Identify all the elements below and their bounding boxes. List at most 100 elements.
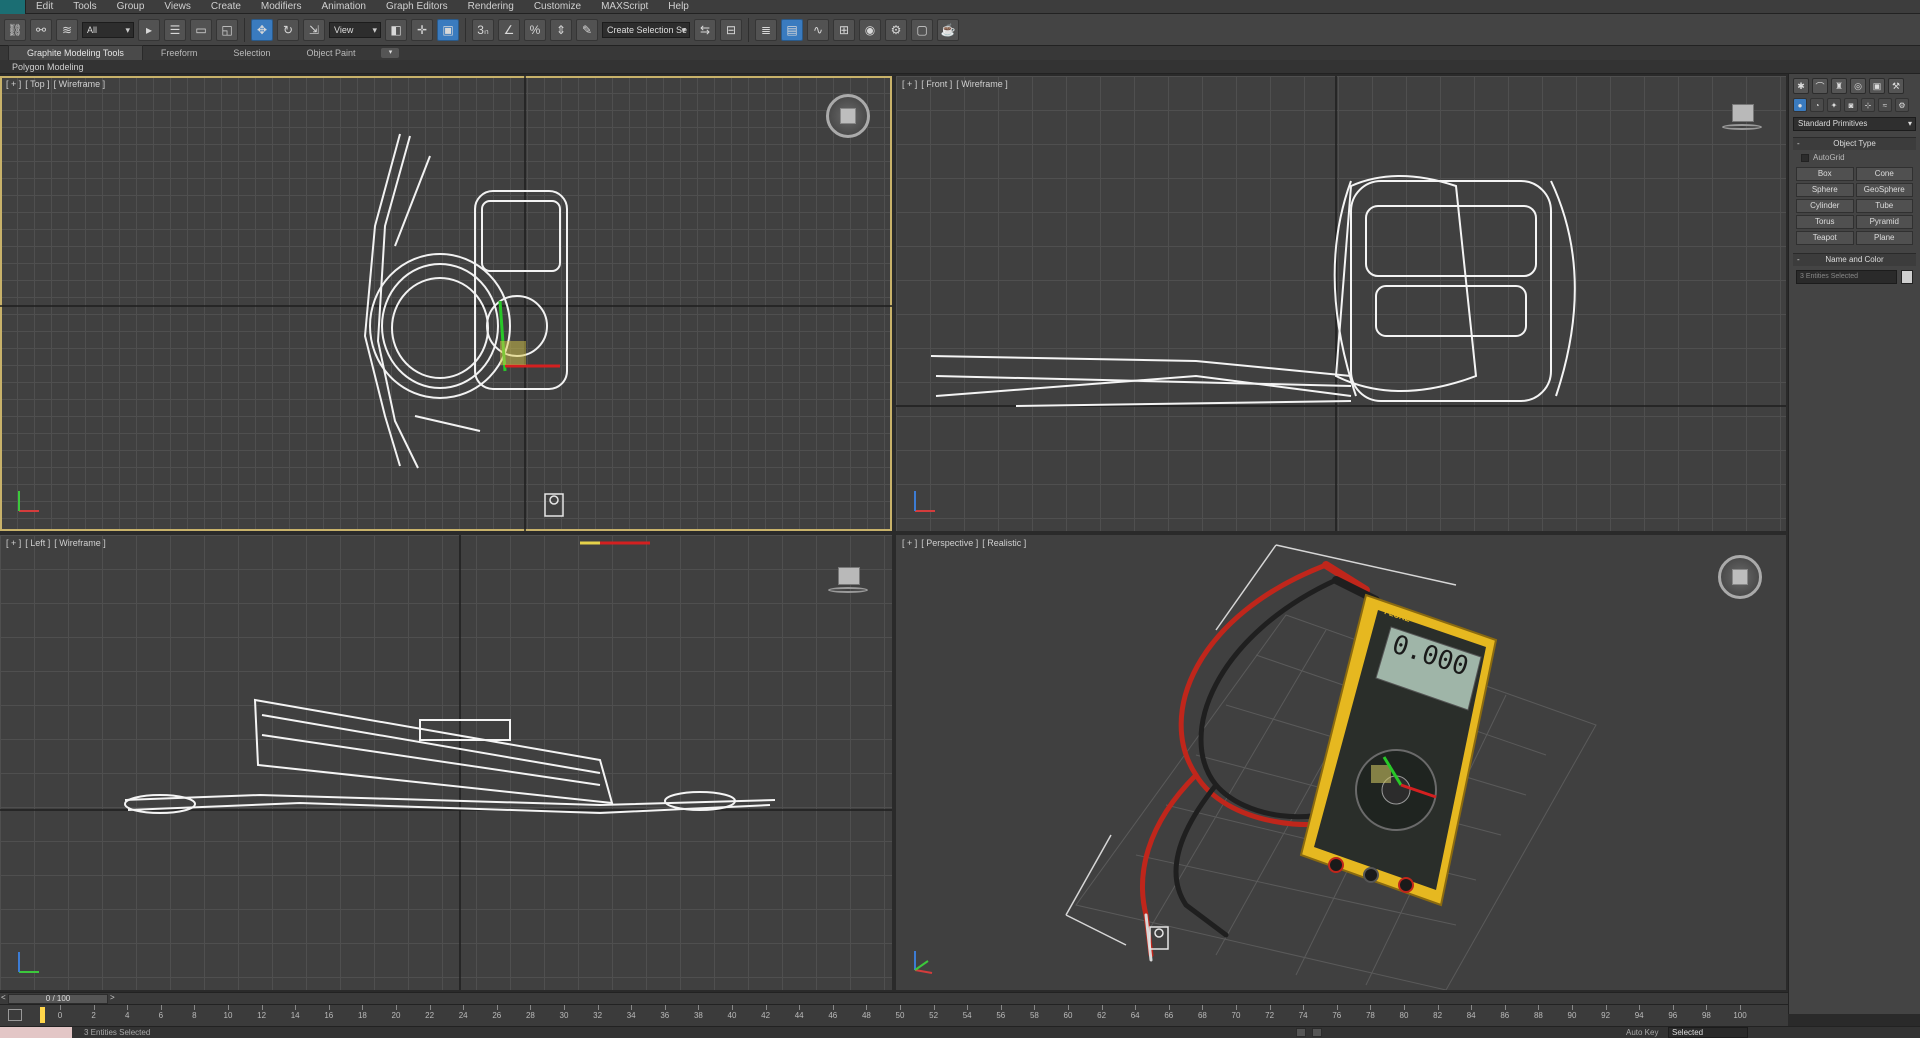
align-icon[interactable]: ⊟ [720, 18, 742, 41]
space-warps-icon[interactable]: ≈ [1878, 98, 1892, 112]
tab-freeform[interactable]: Freeform [160, 48, 198, 58]
time-slider-thumb[interactable]: 0 / 100 [8, 994, 108, 1004]
create-tab-icon[interactable]: ✱ [1793, 78, 1809, 94]
select-and-rotate-icon[interactable]: ↻ [277, 18, 299, 41]
viewcube-front[interactable] [1722, 104, 1762, 134]
viewport-perspective[interactable]: [ + ][ Perspective ][ Realistic ] [896, 535, 1786, 990]
viewport-pov-label[interactable]: [ Top ] [25, 79, 50, 89]
viewcube-face-icon[interactable] [1732, 104, 1754, 122]
menu-help[interactable]: Help [668, 0, 689, 12]
auto-key-button[interactable]: Auto Key [1626, 1028, 1659, 1037]
rollout-title-name-and-color[interactable]: Name and Color [1793, 254, 1916, 266]
snaps-toggle-icon[interactable]: 3ₙ [472, 18, 494, 41]
select-object-icon[interactable]: ▸ [138, 18, 160, 41]
tab-object-paint[interactable]: Object Paint [306, 48, 356, 58]
viewcube-ring[interactable] [1722, 124, 1762, 130]
time-slider-bar[interactable]: < 0 / 100 > [0, 992, 1788, 1004]
menu-modifiers[interactable]: Modifiers [260, 0, 302, 12]
next-frame-arrow[interactable]: > [110, 993, 115, 1002]
menu-maxscript[interactable]: MAXScript [601, 0, 649, 12]
material-editor-icon[interactable]: ◉ [859, 18, 881, 41]
viewport-shading-label[interactable]: [ Realistic ] [982, 538, 1027, 548]
lock-selection-icon[interactable] [1296, 1028, 1306, 1037]
menu-edit[interactable]: Edit [36, 0, 54, 12]
schematic-view-icon[interactable]: ⊞ [833, 18, 855, 41]
key-filter-dropdown[interactable]: Selected [1668, 1027, 1748, 1038]
viewport-left[interactable]: [ + ][ Left ][ Wireframe ] [0, 535, 892, 990]
helpers-icon[interactable]: ⊹ [1861, 98, 1875, 112]
viewport-shading-label[interactable]: [ Wireframe ] [53, 79, 106, 89]
window-crossing-icon[interactable]: ◱ [216, 18, 238, 41]
viewcube-ring[interactable] [828, 587, 868, 593]
object-color-swatch[interactable] [1901, 270, 1913, 284]
cameras-icon[interactable]: ◙ [1844, 98, 1858, 112]
percent-snap-icon[interactable]: % [524, 18, 546, 41]
systems-icon[interactable]: ⚙ [1895, 98, 1909, 112]
teapot-button[interactable]: Teapot [1796, 231, 1854, 245]
viewport-pov-label[interactable]: [ Front ] [921, 79, 953, 89]
motion-tab-icon[interactable]: ◎ [1850, 78, 1866, 94]
spinner-snap-icon[interactable]: ⇕ [550, 18, 572, 41]
menu-customize[interactable]: Customize [533, 0, 582, 12]
keyboard-shortcut-override-icon[interactable]: ▣ [437, 18, 459, 41]
menu-tools[interactable]: Tools [73, 0, 97, 12]
curve-editor-icon[interactable]: ∿ [807, 18, 829, 41]
angle-snap-icon[interactable]: ∠ [498, 18, 520, 41]
select-and-move-icon[interactable]: ✥ [251, 18, 273, 41]
mini-curve-editor-icon[interactable] [8, 1009, 22, 1021]
shapes-icon[interactable]: ◔ [1810, 98, 1824, 112]
menu-group[interactable]: Group [116, 0, 145, 12]
lights-icon[interactable]: ✦ [1827, 98, 1841, 112]
utilities-tab-icon[interactable]: ⚒ [1888, 78, 1904, 94]
viewcube-face-icon[interactable] [1732, 569, 1748, 585]
cylinder-button[interactable]: Cylinder [1796, 199, 1854, 213]
unlink-icon[interactable]: ⚯ [30, 18, 52, 41]
menu-rendering[interactable]: Rendering [467, 0, 514, 12]
rectangular-selection-icon[interactable]: ▭ [190, 18, 212, 41]
modify-tab-icon[interactable]: ⌒ [1812, 78, 1828, 94]
select-manipulate-icon[interactable]: ✛ [411, 18, 433, 41]
select-and-link-icon[interactable]: ⛓ [4, 18, 26, 41]
menu-animation[interactable]: Animation [321, 0, 366, 12]
layer-manager-icon[interactable]: ≣ [755, 18, 777, 41]
keyframe-marker[interactable] [40, 1007, 45, 1023]
named-selection-dropdown[interactable]: Create Selection Se [602, 21, 690, 38]
menu-create[interactable]: Create [210, 0, 241, 12]
viewcube-left[interactable] [828, 567, 868, 597]
autogrid-option[interactable]: AutoGrid [1793, 150, 1916, 165]
cone-button[interactable]: Cone [1855, 167, 1913, 181]
render-setup-icon[interactable]: ⚙ [885, 18, 907, 41]
viewport-shading-label[interactable]: [ Wireframe ] [956, 79, 1008, 89]
viewport-top[interactable]: [ + ][ Top ][ Wireframe ] [0, 76, 892, 531]
geosphere-button[interactable]: GeoSphere [1855, 183, 1913, 197]
geometry-icon[interactable]: ● [1793, 98, 1807, 112]
rollout-title-object-type[interactable]: Object Type [1793, 138, 1916, 150]
viewport-menu-plus[interactable]: [ + ] [6, 538, 22, 548]
viewport-menu-plus[interactable]: [ + ] [902, 538, 918, 548]
display-tab-icon[interactable]: ▣ [1869, 78, 1885, 94]
viewport-pov-label[interactable]: [ Left ] [25, 538, 51, 548]
viewport-menu-plus[interactable]: [ + ] [6, 79, 22, 89]
ribbon-minimize-toggle[interactable]: ▾ [381, 48, 400, 58]
viewcube-face-icon[interactable] [840, 108, 856, 124]
hierarchy-tab-icon[interactable]: ♜ [1831, 78, 1847, 94]
bind-to-space-warp-icon[interactable]: ≋ [56, 18, 78, 41]
menu-graph-editors[interactable]: Graph Editors [385, 0, 448, 12]
reference-coordinate-dropdown[interactable]: View [329, 21, 381, 38]
primitive-type-dropdown[interactable]: Standard Primitives [1793, 117, 1916, 131]
viewcube-top[interactable] [826, 94, 870, 138]
maxscript-listener-mini[interactable] [0, 1027, 72, 1038]
previous-frame-arrow[interactable]: < [1, 993, 6, 1002]
tab-selection[interactable]: Selection [233, 48, 271, 58]
viewport-shading-label[interactable]: [ Wireframe ] [54, 538, 106, 548]
box-button[interactable]: Box [1796, 167, 1854, 181]
edit-named-selection-icon[interactable]: ✎ [576, 18, 598, 41]
ribbon-panel-polygon-modeling[interactable]: Polygon Modeling [0, 60, 1920, 74]
select-and-scale-icon[interactable]: ⇲ [303, 18, 325, 41]
viewport-front[interactable]: [ + ][ Front ][ Wireframe ] [896, 76, 1786, 531]
select-by-name-icon[interactable]: ☰ [164, 18, 186, 41]
pyramid-button[interactable]: Pyramid [1855, 215, 1913, 229]
viewport-menu-plus[interactable]: [ + ] [902, 79, 918, 89]
render-production-icon[interactable]: ☕ [937, 18, 959, 41]
